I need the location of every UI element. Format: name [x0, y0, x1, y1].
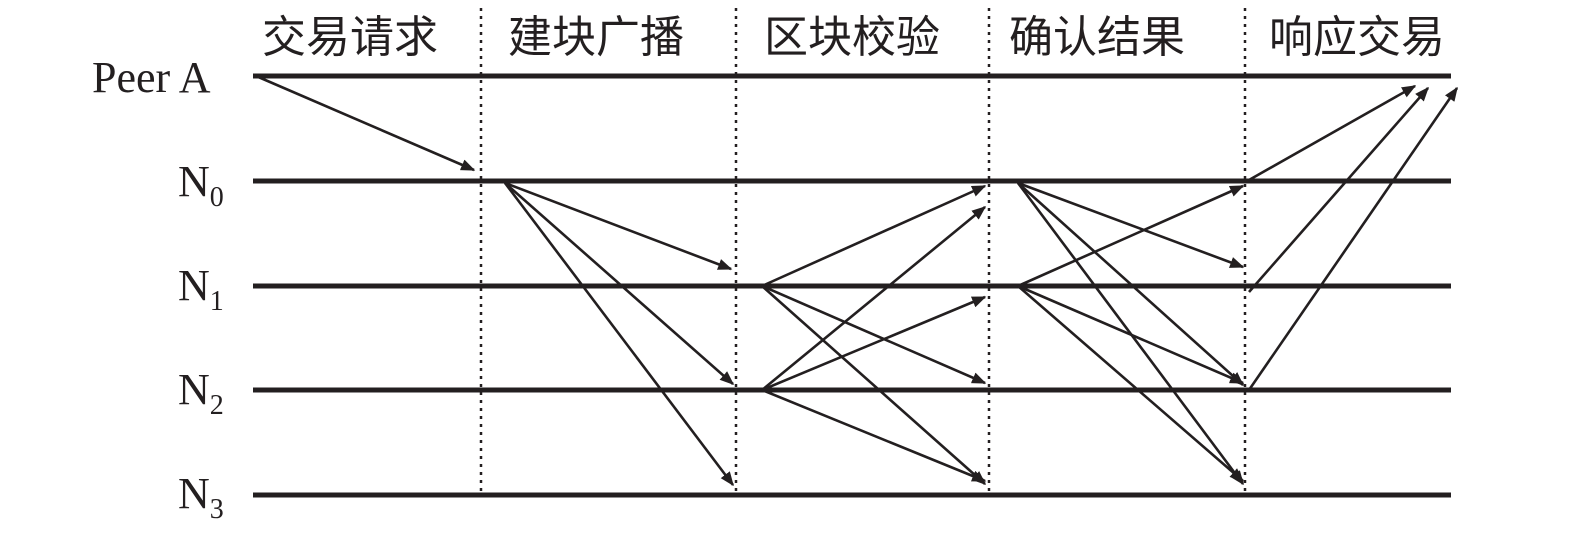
- phase-label-verify: 区块校验: [764, 12, 940, 63]
- node-label-n2: N2: [178, 365, 224, 421]
- node-label-peer-a: Peer A: [92, 53, 211, 102]
- node-label-n0: N0: [178, 157, 224, 213]
- message-arrow: [1017, 284, 1245, 385]
- message-arrow: [1017, 184, 1245, 288]
- message-arrow: [1248, 84, 1417, 182]
- message-arrow: [761, 184, 987, 288]
- message-arrow: [761, 388, 987, 483]
- message-arrow: [761, 284, 987, 385]
- phase-label-request: 交易请求: [262, 12, 438, 63]
- message-arrow: [1017, 182, 1245, 386]
- message-arrow: [504, 182, 735, 385]
- message-arrow: [504, 181, 733, 271]
- message-arrow: [1247, 86, 1459, 391]
- phase-label-respond: 响应交易: [1269, 12, 1445, 63]
- phase-label-confirm: 确认结果: [1009, 12, 1185, 63]
- node-label-n1: N1: [178, 261, 224, 317]
- node-label-n3: N3: [178, 469, 224, 525]
- message-arrow: [1017, 285, 1245, 482]
- message-arrow: [761, 295, 987, 392]
- message-arrow: [255, 74, 476, 172]
- message-arrow: [503, 182, 735, 487]
- message-arrow: [761, 205, 987, 392]
- message-arrow: [1017, 181, 1245, 269]
- message-arrow: [761, 285, 987, 485]
- phase-label-broadcast: 建块广播: [508, 12, 684, 63]
- message-arrow: [1248, 86, 1429, 293]
